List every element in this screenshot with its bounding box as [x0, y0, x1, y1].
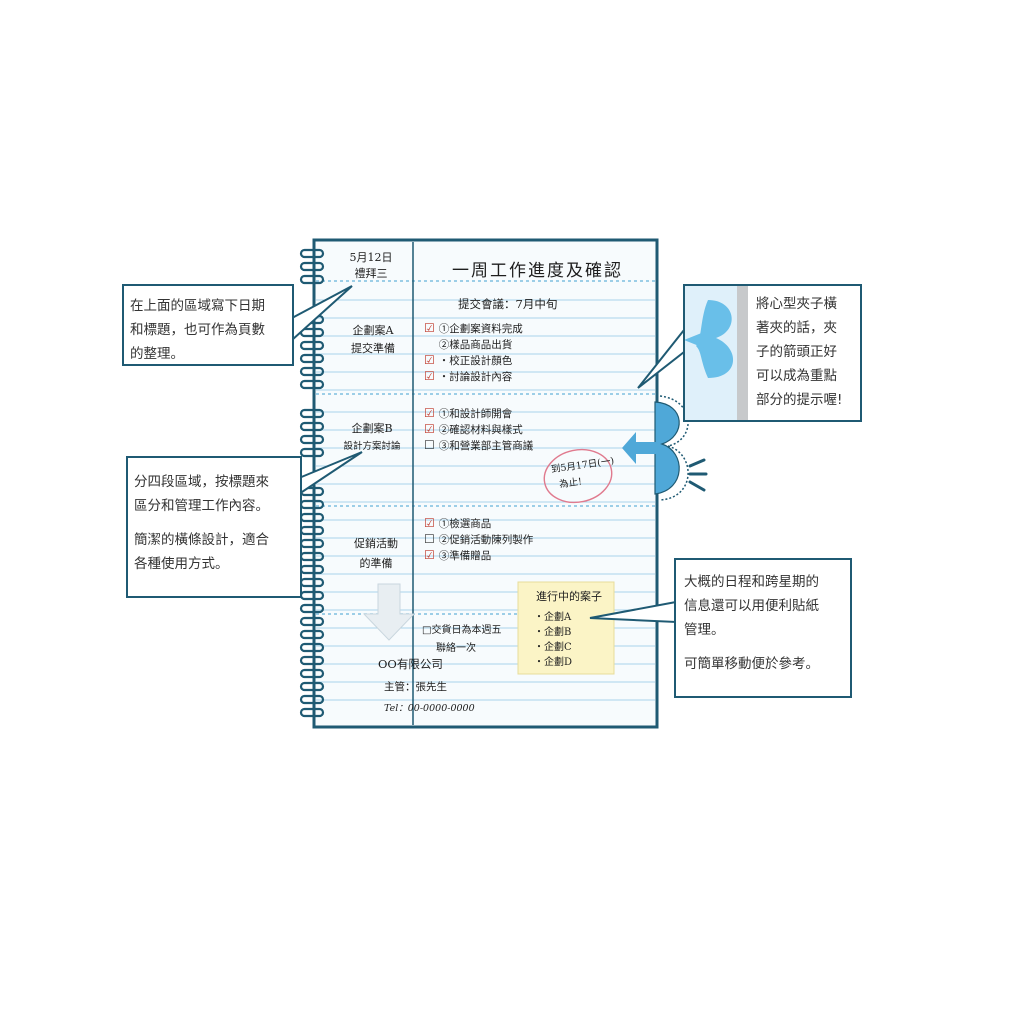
sticky-note-item: ・企劃B: [534, 627, 572, 638]
callout-line: 區分和管理工作內容。: [134, 498, 269, 514]
callout-heart-clip: 將心型夾子橫 著夾的話，夾 子的箭頭正好 可以成為重點 部分的提示喔!: [748, 284, 862, 422]
section-label-line: 企劃案A: [352, 324, 394, 337]
task-text: ②確認材料與樣式: [438, 424, 523, 436]
header-date-block: 5月12日 禮拜三: [336, 250, 406, 282]
deadline-circle: [543, 448, 613, 504]
task-item: ☐③和營業部主管商議: [424, 438, 533, 454]
callout-pointers: [291, 285, 685, 624]
checkbox-checked-icon: ☑: [424, 321, 435, 335]
task-item: ☑②確認材料與樣式: [424, 422, 533, 438]
callout-line: 信息還可以用便利貼紙: [684, 598, 819, 614]
callout-line: 簡潔的橫條設計，適合: [134, 532, 269, 548]
clip-panel-border: [683, 420, 749, 422]
callout-line: 子的箭頭正好: [756, 344, 837, 360]
checkbox-empty-icon: ☐: [424, 438, 435, 452]
callout-line: 分四段區域，按標題來: [134, 474, 269, 490]
task-item: ☑・討論設計內容: [424, 369, 523, 385]
ruled-lines: [316, 299, 655, 701]
callout-line: 的整理。: [130, 346, 184, 362]
sticky-note-item: ・企劃A: [534, 612, 572, 623]
callout-spacer: [134, 518, 294, 528]
header-weekday: 禮拜三: [354, 267, 388, 280]
task-item: ☑・校正設計顏色: [424, 353, 523, 369]
contact-tel: Tel：00-0000-0000: [384, 703, 475, 714]
task-list: ☑①檢選商品 ☐②促銷活動陳列製作 ☑③準備贈品: [424, 516, 533, 564]
section-label-line: 促銷活動: [354, 537, 398, 550]
checkbox-empty-icon: ☐: [424, 532, 435, 546]
task-list: ☑①和設計師開會 ☑②確認材料與樣式 ☐③和營業部主管商議: [424, 406, 533, 454]
callout-sections: 分四段區域，按標題來 區分和管理工作內容。 簡潔的橫條設計，適合 各種使用方式。: [126, 456, 302, 598]
task-item: ☑①企劃案資料完成: [424, 321, 523, 337]
callout-line: 大概的日程和跨星期的: [684, 574, 819, 590]
callout-line: 著夾的話，夾: [756, 320, 837, 336]
sticky-note-list: ・企劃A ・企劃B ・企劃C ・企劃D: [534, 610, 572, 670]
callout-line: 將心型夾子橫: [756, 296, 837, 312]
down-arrow-icon: [362, 583, 416, 641]
callout-line: 部分的提示喔!: [756, 392, 843, 408]
sticky-note-item: ・企劃C: [534, 642, 572, 653]
task-text: ①企劃案資料完成: [438, 323, 523, 335]
memo: □交貨日為本週五 聯絡一次: [422, 622, 501, 658]
checkbox-checked-icon: ☑: [424, 422, 435, 436]
memo-line: 聯絡一次: [436, 643, 476, 654]
sparkle-icon: [688, 458, 708, 492]
task-text: ①檢選商品: [438, 518, 492, 530]
task-text: ・討論設計內容: [438, 371, 513, 383]
callout-line: 管理。: [684, 622, 725, 638]
callout-line: 各種使用方式。: [134, 556, 229, 572]
heart-clip-icon: [622, 395, 689, 501]
sticky-note-title: 進行中的案子: [536, 590, 602, 603]
checkbox-checked-icon: ☑: [424, 516, 435, 530]
callout-sticky-note: 大概的日程和跨星期的 信息還可以用便利貼紙 管理。 可簡單移動便於參考。: [674, 558, 852, 698]
contact-manager: 主管：張先生: [384, 681, 447, 693]
memo-line: □交貨日為本週五: [422, 625, 502, 636]
sticky-note-item: ・企劃D: [534, 657, 573, 668]
section-label-line: 企劃案B: [351, 422, 393, 435]
contact-company: OO有限公司: [378, 657, 443, 671]
checkbox-checked-icon: ☑: [424, 369, 435, 383]
checkbox-checked-icon: ☑: [424, 548, 435, 562]
section-label: 企劃案A 提交準備: [342, 322, 404, 358]
section-label: 企劃案B 設計方案討論: [336, 420, 408, 456]
section-label: 促銷活動 的準備: [346, 534, 406, 574]
task-text: ③和營業部主管商議: [438, 440, 534, 452]
callout-header-area: 在上面的區域寫下日期 和標題，也可作為頁數 的整理。: [122, 284, 294, 366]
task-item: ☑③準備贈品: [424, 548, 533, 564]
checkbox-checked-icon: ☑: [424, 353, 435, 367]
sticky-note-bg: [517, 581, 615, 675]
checkbox-checked-icon: ☑: [424, 406, 435, 420]
callout-line: 在上面的區域寫下日期: [130, 298, 265, 314]
callout-line: 可以成為重點: [756, 368, 837, 384]
zoom-clip-panel: [684, 284, 749, 422]
section-label-line: 設計方案討論: [343, 441, 401, 452]
task-text: ・校正設計顏色: [438, 355, 513, 367]
task-item: ☑①檢選商品: [424, 516, 533, 532]
callout-line: 和標題，也可作為頁數: [130, 322, 265, 338]
clip-panel-border: [683, 284, 685, 422]
clip-panel-border: [683, 284, 749, 286]
task-text: ②樣品商品出貨: [438, 339, 513, 351]
task-text: ③準備贈品: [438, 550, 492, 562]
task-text: ②促銷活動陳列製作: [438, 534, 534, 546]
task-text: ①和設計師開會: [438, 408, 513, 420]
header-date: 5月12日: [349, 251, 393, 264]
section-label-line: 的準備: [359, 557, 393, 570]
page-title: 一周工作進度及確認: [452, 261, 623, 281]
callout-spacer: [684, 642, 842, 652]
task-item: ☑②樣品商品出貨: [424, 337, 523, 353]
task-item: ☑①和設計師開會: [424, 406, 533, 422]
task-list: ☑①企劃案資料完成 ☑②樣品商品出貨 ☑・校正設計顏色 ☑・討論設計內容: [424, 321, 523, 385]
callout-line: 可簡單移動便於參考。: [684, 656, 819, 672]
section-heading: 提交會議：7月中旬: [458, 297, 558, 311]
section-label-line: 提交準備: [351, 342, 395, 355]
task-item: ☐②促銷活動陳列製作: [424, 532, 533, 548]
